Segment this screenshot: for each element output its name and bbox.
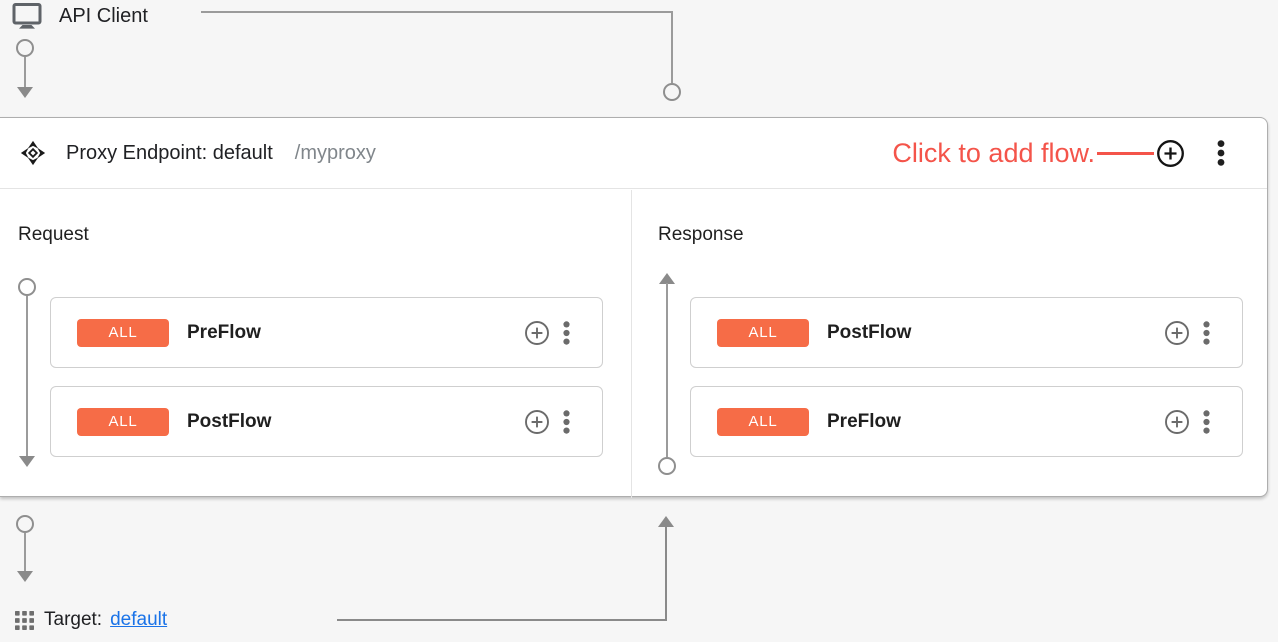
request-response-divider	[631, 190, 632, 498]
flow-name: PostFlow	[827, 321, 912, 343]
grid-icon	[15, 611, 34, 630]
proxy-endpoint-header: Proxy Endpoint: default /myproxy Click t…	[0, 118, 1267, 189]
add-policy-button[interactable]	[524, 320, 550, 346]
annotation-text: Click to add flow.	[892, 137, 1095, 168]
condition-badge: ALL	[717, 318, 809, 347]
arrow-down-icon	[17, 87, 33, 98]
request-label: Request	[18, 224, 89, 245]
target-row: Target: default	[44, 609, 167, 631]
connector-line	[24, 57, 26, 87]
arrow-down-icon	[19, 456, 35, 467]
flow-name: PreFlow	[187, 321, 261, 343]
condition-badge: ALL	[77, 318, 169, 347]
arrow-up-icon	[659, 273, 675, 284]
proxy-endpoint-panel: Proxy Endpoint: default /myproxy Click t…	[0, 117, 1268, 498]
connector-line	[201, 11, 672, 13]
connector-node	[16, 39, 34, 57]
proxy-endpoint-title: Proxy Endpoint: default	[66, 141, 273, 164]
flow-card-response-preflow[interactable]: ALL PreFlow	[690, 386, 1243, 457]
flow-menu-button[interactable]	[563, 409, 570, 434]
arrow-down-icon	[17, 571, 33, 582]
connector-node	[18, 278, 36, 296]
connector-node	[658, 457, 676, 475]
flow-card-response-postflow[interactable]: ALL PostFlow	[690, 297, 1243, 368]
flow-menu-button[interactable]	[1203, 409, 1210, 434]
flow-card-request-preflow[interactable]: ALL PreFlow	[50, 297, 603, 368]
add-policy-button[interactable]	[1164, 409, 1190, 435]
condition-badge: ALL	[77, 407, 169, 436]
condition-badge: ALL	[717, 407, 809, 436]
target-link[interactable]: default	[110, 609, 168, 630]
connector-line	[337, 619, 667, 621]
target-label: Target:	[44, 609, 103, 630]
connector-line	[665, 527, 667, 621]
flow-menu-button[interactable]	[1203, 320, 1210, 345]
add-policy-button[interactable]	[1164, 320, 1190, 346]
flow-card-request-postflow[interactable]: ALL PostFlow	[50, 386, 603, 457]
connector-line	[671, 11, 673, 83]
flow-name: PostFlow	[187, 410, 272, 432]
api-client-label: API Client	[59, 5, 148, 27]
monitor-icon	[11, 2, 43, 30]
response-label: Response	[658, 224, 744, 245]
add-flow-button[interactable]	[1156, 139, 1185, 168]
annotation-pointer-line	[1097, 151, 1154, 155]
connector-line	[26, 296, 28, 456]
flow-name: PreFlow	[827, 410, 901, 432]
connector-node	[16, 515, 34, 533]
flow-menu-button[interactable]	[563, 320, 570, 345]
proxy-endpoint-basepath: /myproxy	[294, 141, 376, 164]
proxy-endpoint-icon	[20, 140, 46, 166]
add-policy-button[interactable]	[524, 409, 550, 435]
connector-line	[666, 283, 668, 457]
connector-node	[663, 83, 681, 101]
endpoint-menu-button[interactable]	[1217, 140, 1225, 166]
arrow-up-icon	[658, 516, 674, 527]
connector-line	[24, 533, 26, 571]
